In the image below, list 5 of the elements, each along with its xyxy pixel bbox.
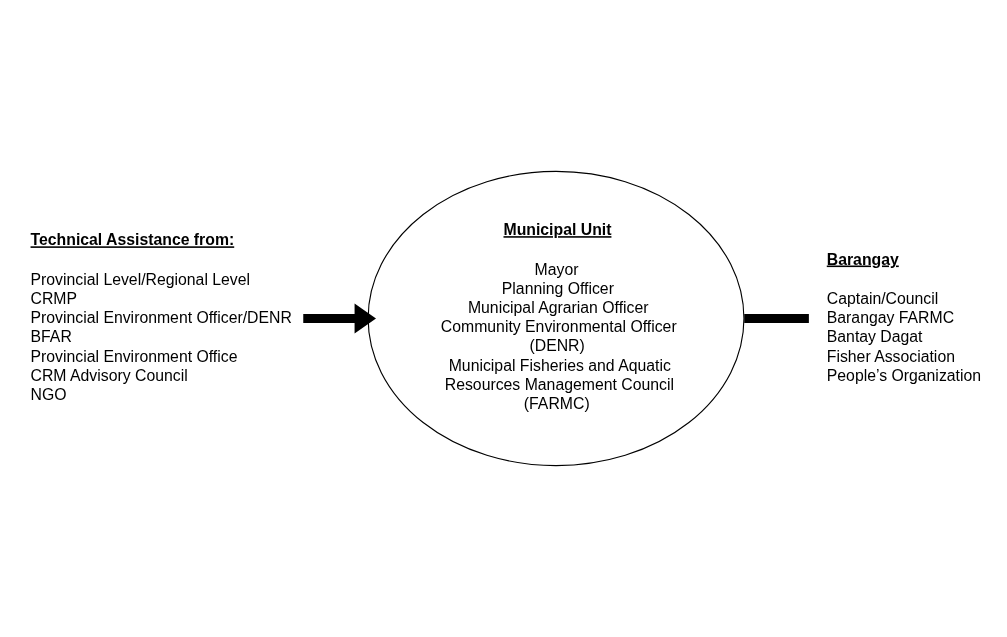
connector xyxy=(744,314,809,323)
node-text: Technical Assistance from: Provincial Level/Regional Level CRMP Provincial Environment Officer/DENR BFAR Provincial Environment Office CRM Advisory Council NGO xyxy=(30,231,292,404)
node-text: Barangay Captain/Council Barangay FARMC Bantay Dagat Fisher Association People’s Organization xyxy=(826,250,982,384)
arrow xyxy=(303,303,376,334)
node-ellipse: Municipal Unit Mayor Planning Officer Municipal Agrarian Officer Community Environmental Officer (DENR) Municipal Fisheries and Aquatic Resources Management Council (FARMC) xyxy=(367,170,745,467)
